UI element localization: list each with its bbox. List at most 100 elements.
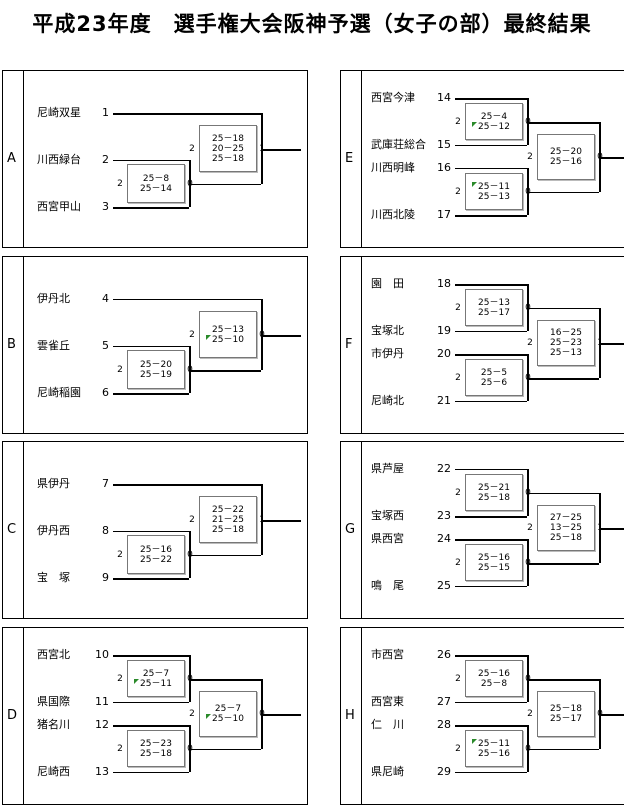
seed-number: 1 <box>102 106 109 119</box>
bracket-line <box>189 370 261 372</box>
sets-won-right: 0 <box>259 329 265 340</box>
set-score: 25－18 <box>140 749 172 759</box>
sets-won-right: 0 <box>187 673 193 684</box>
team-name: 仁 川 <box>371 718 404 731</box>
bracket-line <box>455 539 527 541</box>
team-name: 西宮東 <box>371 695 404 708</box>
team-name: 県尼崎 <box>371 765 404 778</box>
bracket-line <box>455 331 527 332</box>
seed-number: 15 <box>437 138 451 151</box>
bracket-line <box>261 149 301 151</box>
set-score: 25－18 <box>550 533 582 543</box>
bracket-line <box>189 531 191 578</box>
sets-won-right: 0 <box>187 549 193 560</box>
sets-won-left: 2 <box>455 743 461 754</box>
group-label: F <box>345 337 353 352</box>
bracket-line <box>189 184 261 185</box>
bracket-line <box>527 469 529 516</box>
bracket-line <box>527 308 599 309</box>
winner-flag-icon <box>472 182 477 187</box>
set-score: 25－17 <box>478 308 510 318</box>
set-score: 25－10 <box>212 335 244 345</box>
sets-won-left: 2 <box>455 186 461 197</box>
seed-number: 12 <box>95 718 109 731</box>
sets-won-right: 0 <box>525 116 531 127</box>
seed-number: 24 <box>437 532 451 545</box>
bracket-line <box>455 725 527 727</box>
seed-number: 10 <box>95 648 109 661</box>
set-score: 25－13 <box>212 325 244 335</box>
bracket-line <box>113 531 189 532</box>
sets-won-left: 2 <box>455 116 461 127</box>
bracket-line <box>23 442 24 618</box>
seed-number: 5 <box>102 339 109 352</box>
bracket-line <box>113 702 189 703</box>
bracket-line <box>361 257 362 433</box>
team-name: 西宮甲山 <box>37 200 81 213</box>
team-name: 鳴 尾 <box>371 579 404 592</box>
bracket-line <box>113 772 189 773</box>
sets-won-right: 1 <box>259 143 265 154</box>
group-label: A <box>7 151 16 166</box>
bracket-line <box>261 714 301 716</box>
set-score: 25－16 <box>550 157 582 167</box>
bracket-line <box>113 346 189 347</box>
bracket-line <box>455 215 527 217</box>
team-name: 伊丹西 <box>37 524 70 537</box>
sets-won-right: 0 <box>525 557 531 568</box>
bracket-line <box>261 113 263 184</box>
bracket-line <box>527 168 529 215</box>
bracket-line <box>261 520 301 522</box>
bracket-line <box>455 284 527 286</box>
bracket-line <box>455 772 527 773</box>
set-score: 25－22 <box>140 555 172 565</box>
set-score: 25－20 <box>140 360 172 370</box>
set-score: 25－16 <box>478 669 510 679</box>
team-name: 伊丹北 <box>37 292 70 305</box>
bracket-line <box>527 725 529 772</box>
set-score: 25－18 <box>212 134 244 144</box>
sets-won-right: 0 <box>187 178 193 189</box>
sets-won-left: 2 <box>117 549 123 560</box>
set-score: 25－11 <box>478 182 510 192</box>
set-score: 25－13 <box>550 348 582 358</box>
sets-won-left: 2 <box>455 557 461 568</box>
bracket-line <box>527 378 599 380</box>
set-score: 16－25 <box>550 328 582 338</box>
seed-number: 19 <box>437 324 451 337</box>
seed-number: 26 <box>437 648 451 661</box>
bracket-line <box>23 257 24 433</box>
team-name: 県伊丹 <box>37 477 70 490</box>
bracket-line <box>23 628 24 804</box>
seed-number: 6 <box>102 386 109 399</box>
set-score: 25－16 <box>478 553 510 563</box>
sets-won-left: 2 <box>189 329 195 340</box>
team-name: 尼崎西 <box>37 765 70 778</box>
bracket-line <box>113 725 189 727</box>
bracket-line <box>527 354 529 401</box>
bracket-line <box>455 401 527 402</box>
team-name: 市伊丹 <box>371 347 404 360</box>
sets-won-left: 2 <box>117 673 123 684</box>
seed-number: 29 <box>437 765 451 778</box>
bracket-line <box>261 484 263 555</box>
